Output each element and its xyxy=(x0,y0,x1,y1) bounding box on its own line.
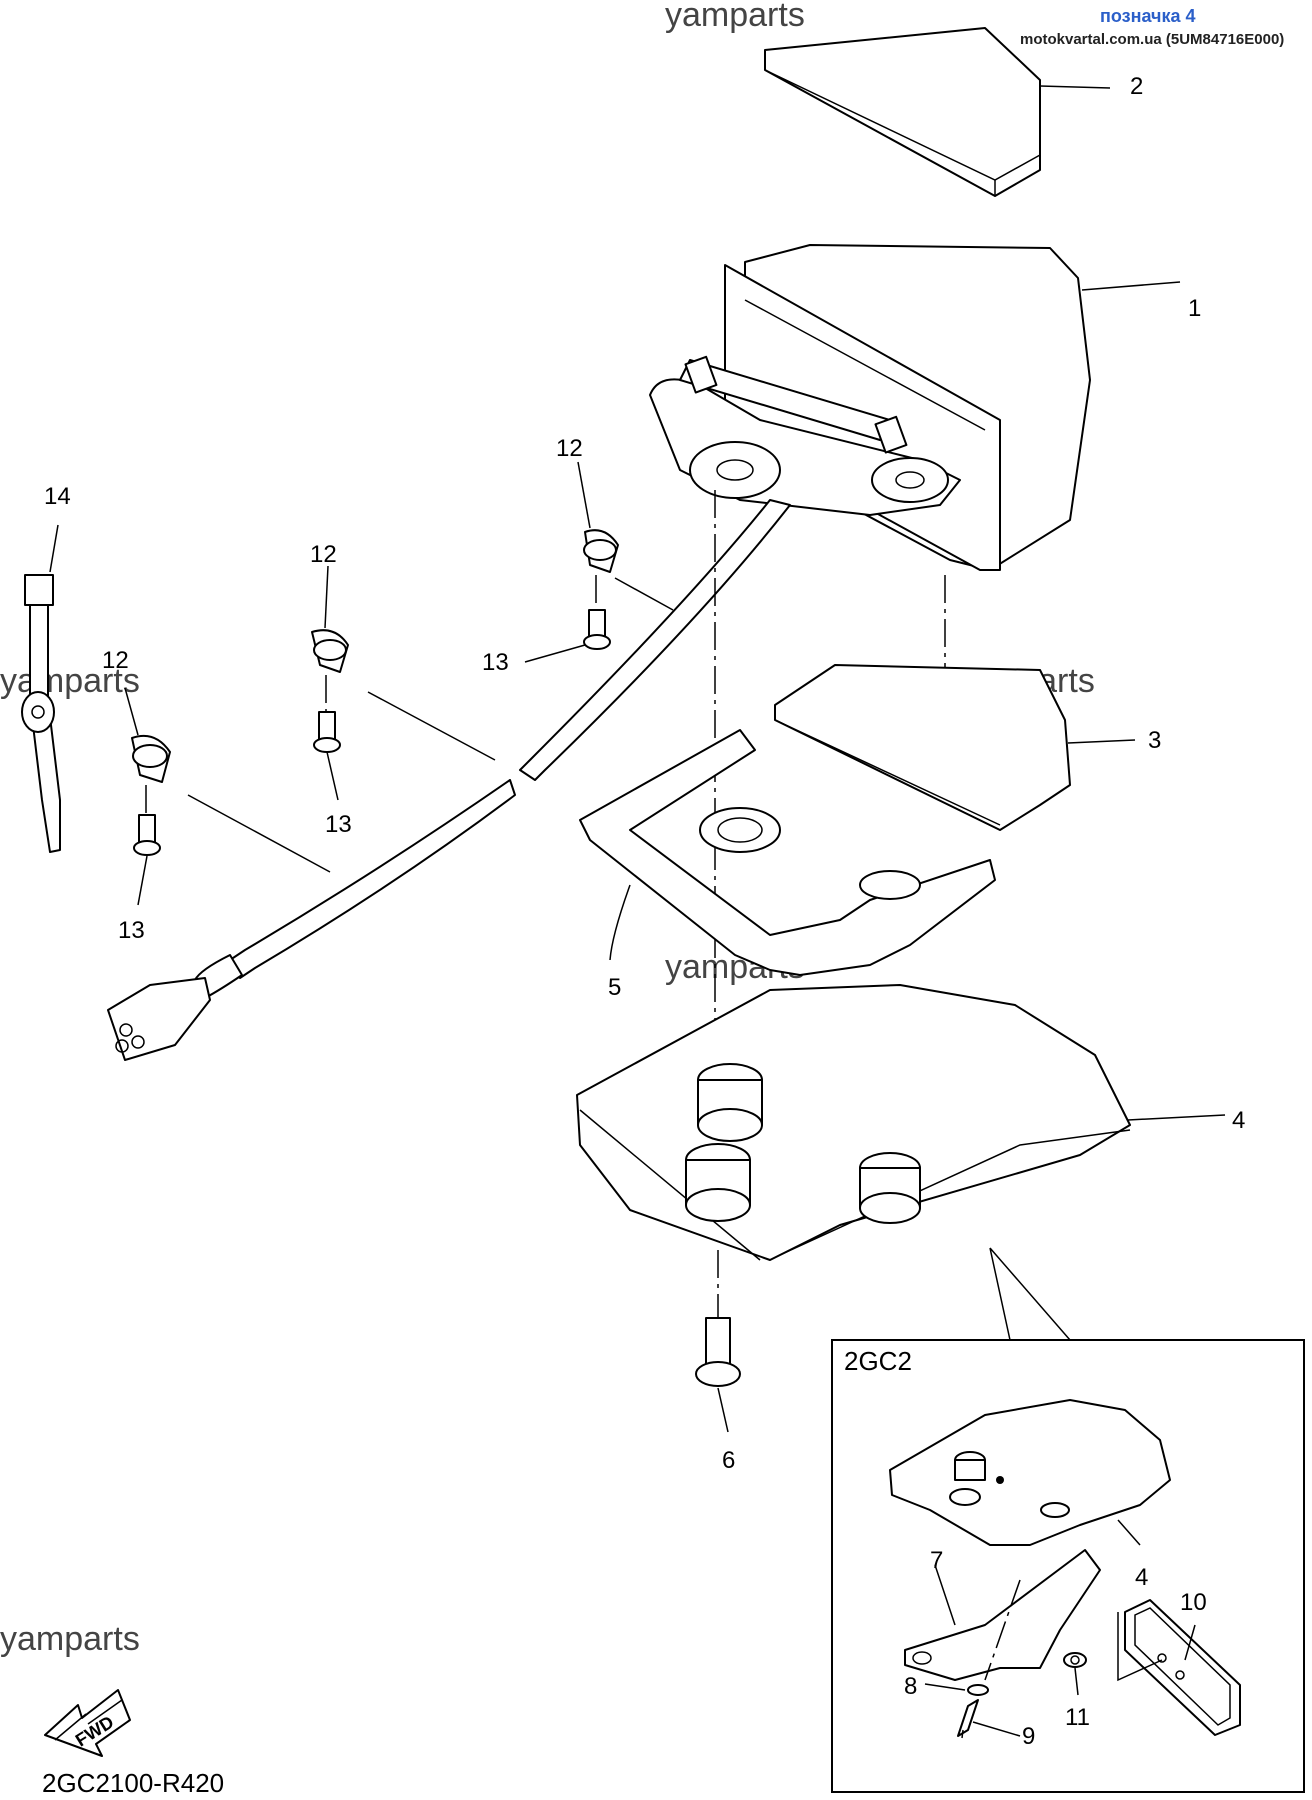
callout-13b: 13 xyxy=(325,811,352,838)
part-13-screw-b xyxy=(313,675,341,753)
leader-3 xyxy=(1067,739,1136,744)
part-14-cable-tie xyxy=(21,574,61,853)
callout-13c: 13 xyxy=(118,917,145,944)
part-12-clamp-b xyxy=(311,629,349,673)
inset-2gc2: 2GC2 4 7 8 9 xyxy=(831,1339,1305,1793)
inset-leader-11 xyxy=(1074,1667,1079,1696)
leader-12c xyxy=(124,687,139,736)
inset-callout-7: 7 xyxy=(930,1547,943,1574)
leader-12b xyxy=(324,565,329,629)
leader-13a xyxy=(524,644,586,663)
inset-leader-9 xyxy=(972,1721,1021,1737)
inset-part-10-reflector xyxy=(1117,1599,1241,1736)
part-3-gasket xyxy=(774,664,1071,831)
inset-callout-4: 4 xyxy=(1135,1564,1148,1591)
callout-4: 4 xyxy=(1232,1107,1245,1134)
inset-part-7-bracket xyxy=(904,1549,1101,1681)
inset-label: 2GC2 xyxy=(844,1346,912,1376)
wire-harness xyxy=(107,499,791,1061)
callout-2: 2 xyxy=(1130,73,1143,100)
leader-12b-wire xyxy=(367,691,496,761)
watermark-top: yamparts xyxy=(665,0,805,34)
inset-pointer xyxy=(989,1247,1071,1341)
leader-13c xyxy=(137,855,148,906)
callout-14: 14 xyxy=(44,483,71,510)
header-title: позначка 4 xyxy=(1100,6,1196,26)
leader-12c-wire xyxy=(187,794,331,873)
inset-callout-10: 10 xyxy=(1180,1589,1207,1616)
leader-12a xyxy=(577,461,591,529)
leader-4 xyxy=(1127,1114,1226,1121)
leader-14 xyxy=(49,524,59,573)
part-12-clamp-a xyxy=(583,529,619,573)
callout-12b: 12 xyxy=(310,541,337,568)
callout-5: 5 xyxy=(608,974,621,1001)
part-2-gasket xyxy=(764,27,1041,197)
watermark-bottom-left: yamparts xyxy=(0,1620,140,1658)
part-4-lens xyxy=(576,984,1131,1261)
leader-12a-wire xyxy=(614,577,674,611)
inset-callout-8: 8 xyxy=(904,1673,917,1700)
leader-13b xyxy=(326,751,339,801)
inset-leader-7 xyxy=(934,1564,956,1626)
part-5-bracket xyxy=(579,729,996,976)
callout-13a: 13 xyxy=(482,649,509,676)
fwd-arrow-icon: FWD xyxy=(44,1689,131,1757)
callout-12c: 12 xyxy=(102,647,129,674)
leader-5 xyxy=(609,884,631,961)
callout-3: 3 xyxy=(1148,727,1161,754)
inset-leader-4 xyxy=(1117,1519,1141,1546)
inset-part-8-washer xyxy=(967,1684,989,1696)
callout-1: 1 xyxy=(1188,295,1201,322)
inset-callout-11: 11 xyxy=(1065,1704,1090,1731)
inset-leader-10 xyxy=(1184,1624,1196,1661)
part-12-clamp-c xyxy=(131,734,171,783)
inset-part-9-screw xyxy=(957,1699,979,1739)
leader-6 xyxy=(717,1387,729,1433)
leader-2 xyxy=(1039,85,1111,89)
inset-part-11-nut xyxy=(1063,1652,1087,1668)
callout-6: 6 xyxy=(722,1447,735,1474)
inset-leader-8 xyxy=(924,1683,966,1691)
part-13-screw-a xyxy=(583,575,611,650)
leader-1 xyxy=(1081,281,1181,291)
part-6-screw xyxy=(695,1250,741,1387)
inset-part-4-lens xyxy=(889,1399,1171,1546)
inset-callout-9: 9 xyxy=(1022,1723,1035,1750)
part-1-tail-light xyxy=(649,244,1091,571)
header-source: motokvartal.com.ua (5UM84716E000) xyxy=(1020,31,1284,48)
diagram-code: 2GC2100-R420 xyxy=(42,1768,224,1798)
watermark-left: yamparts xyxy=(0,662,140,700)
part-13-screw-c xyxy=(133,785,161,856)
callout-12a: 12 xyxy=(556,435,583,462)
